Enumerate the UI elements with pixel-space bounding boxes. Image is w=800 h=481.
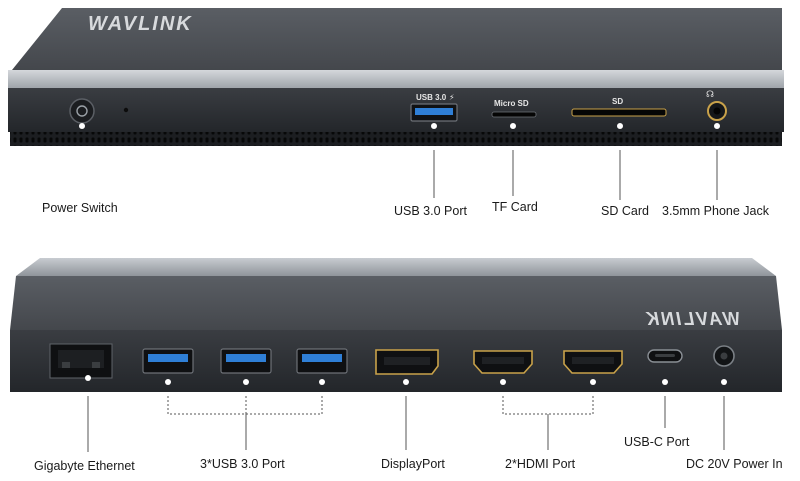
power-icon [76, 105, 88, 117]
rear-top-surface [10, 276, 782, 330]
rear-device: WAVLINK [10, 258, 782, 392]
callout-ethernet: Gigabyte Ethernet [34, 459, 135, 473]
power-switch [69, 98, 95, 124]
microsd-slot [491, 111, 537, 118]
callout-displayport: DisplayPort [381, 457, 445, 471]
bolt-icon: ⚡ [449, 93, 455, 102]
front-silver-strip [8, 70, 784, 88]
rear-top-strip [16, 258, 776, 276]
front-logo: WAVLINK [88, 13, 193, 35]
front-device: WAVLINK USB 3.0 ⚡ Micro SD SD ☊ [8, 8, 784, 146]
front-top-surface [12, 8, 782, 70]
status-led [123, 107, 129, 113]
headset-icon: ☊ [706, 90, 714, 100]
rear-logo: WAVLINK [644, 309, 740, 329]
callout-usb-ports: 3*USB 3.0 Port [200, 457, 285, 471]
ethernet-port [49, 343, 113, 379]
callout-power-switch: Power Switch [42, 201, 118, 215]
front-vents [10, 132, 782, 146]
callout-dc-power: DC 20V Power In [686, 457, 783, 471]
callout-tf-card: TF Card [492, 200, 538, 214]
front-usb-label: USB 3.0 [416, 93, 447, 102]
callout-usbc: USB-C Port [624, 435, 690, 449]
front-callout-lines [433, 150, 718, 200]
microsd-label: Micro SD [494, 99, 529, 108]
callout-hdmi: 2*HDMI Port [505, 457, 576, 471]
rear-callout-lines [87, 396, 725, 452]
callout-phone-jack: 3.5mm Phone Jack [662, 204, 769, 218]
callout-sd-card: SD Card [601, 204, 649, 218]
sd-label: SD [612, 97, 623, 106]
sd-slot [571, 108, 667, 117]
callout-usb-port: USB 3.0 Port [394, 204, 467, 218]
